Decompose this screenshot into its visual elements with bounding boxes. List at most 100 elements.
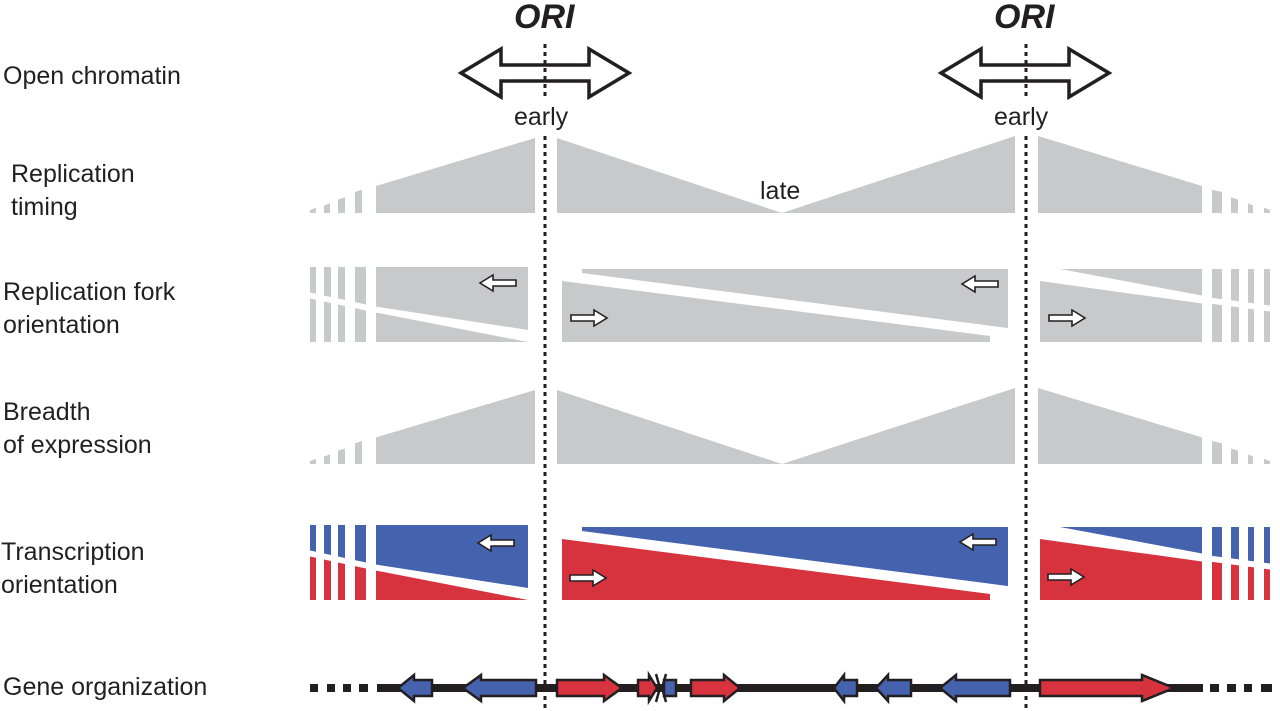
transcription-mid-leftward-fill [582,527,1008,586]
fork-fade-left-top [324,267,331,297]
label-gene-organization: Gene organization [3,671,207,704]
ori-label-left: ORI [514,0,575,36]
chromosome-dash [1244,684,1252,692]
timing-fade-right [1231,197,1238,213]
fork-fade-left-top [355,267,366,305]
chromosome-dash [327,684,335,692]
label-line: Gene organization [3,673,208,701]
timing-fade-right [1212,189,1222,213]
fork-fade-right-bottom [1248,308,1254,342]
fork-fade-right-bottom [1231,306,1239,342]
gene-arrow-leftward [938,672,1012,704]
leftward-transcription-arrow-icon [476,533,515,553]
label-line: timing [11,193,78,221]
label-line: orientation [1,571,118,599]
transcription-left-rightward [376,570,528,600]
breadth-fade-right [1212,441,1222,464]
fork-fade-right-bottom [1212,303,1222,342]
breadth-fade-right [1264,458,1270,464]
transcription-fade-left-top [310,525,316,552]
timing-ramp-down-ori2 [1038,136,1202,213]
transcription-fade-left-bottom [310,556,316,600]
fork-fade-right-bottom [1264,310,1270,342]
fork-mid-leftward-fill [582,269,1008,328]
label-line: Replication fork [3,278,176,306]
transcription-right-leftward [1060,527,1202,554]
fork-fade-right-top [1264,269,1270,306]
rightward-fork-arrow-icon [1048,308,1087,328]
label-replication-fork-orientation: Replication fork orientation [3,276,175,342]
open-chromatin-double-arrow-icon [457,45,633,101]
fork-fade-left-bottom [310,298,316,342]
gene-arrow-leftward [396,672,434,704]
label-open-chromatin: Open chromatin [3,60,181,93]
gene-arrow-rightward [689,672,742,704]
gene-arrow-leftward [874,671,913,705]
timing-fade-left [338,197,345,213]
transcription-fade-right-top [1212,527,1222,558]
timing-ramp-down-ori1 [557,138,782,213]
timing-fade-left [355,189,362,213]
chromosome-dash [359,684,368,692]
transcription-fade-left-bottom [355,566,366,600]
chromosome-dash [1210,684,1219,692]
sequence-break-icon [654,673,668,703]
label-line: of expression [3,431,152,459]
chromosome-dash [310,684,318,692]
timing-ramp-up-ori1 [376,138,535,213]
fork-fade-left-top [338,267,345,300]
breadth-fade-left [355,441,362,464]
label-line: Open chromatin [3,62,181,90]
fork-fade-right-top [1231,269,1239,302]
transcription-fade-right-top [1248,527,1254,562]
transcription-fade-right-bottom [1231,564,1239,600]
fork-fade-right-top [1248,269,1254,304]
label-line: Replication [11,160,135,188]
rightward-transcription-arrow-icon [1047,567,1086,587]
breadth-fade-right [1231,448,1238,464]
transcription-fade-right-bottom [1248,566,1254,600]
fork-fade-left-bottom [324,301,331,342]
breadth-fade-left [310,458,316,464]
label-replication-timing: Replication timing [11,158,135,224]
transcription-fade-right-top [1264,527,1270,564]
transcription-fade-left-bottom [324,559,331,600]
breadth-ramp-down-ori2 [1038,388,1202,464]
chromosome-dash [1261,684,1272,692]
late-label: late [760,177,801,205]
fork-fade-left-bottom [338,304,345,342]
rightward-transcription-arrow-icon [569,568,608,588]
gene-arrow-leftward [460,672,538,704]
early-label-left: early [514,103,569,131]
transcription-fade-left-bottom [338,562,345,600]
label-breadth-of-expression: Breadth of expression [3,396,152,462]
gene-arrow-rightward [1038,673,1178,703]
open-chromatin-double-arrow-icon [937,45,1113,101]
fork-right-rightward [1040,281,1202,342]
leftward-transcription-arrow-icon [958,532,997,552]
timing-fade-right [1248,203,1253,213]
transcription-fade-left-top [338,525,345,558]
gene-box [662,678,678,698]
leftward-fork-arrow-icon [960,274,999,294]
transcription-fade-left-top [355,525,366,563]
leftward-fork-arrow-icon [478,273,517,293]
label-line: orientation [3,311,120,339]
timing-fade-left [310,207,316,213]
fork-fade-left-top [310,267,316,294]
fork-mid-rightward [562,281,990,342]
label-line: Breadth [3,398,91,426]
chromosome-dash [1227,684,1236,692]
gene-arrow-rightward [555,672,625,704]
breadth-fade-left [324,454,330,464]
transcription-fade-left-top [324,525,331,555]
breadth-ramp-up-ori2 [782,388,1015,464]
chromosome-line [377,684,1203,692]
timing-ramp-up-ori2 [782,136,1015,213]
breadth-ramp-down-ori1 [557,390,782,464]
transcription-fade-right-top [1231,527,1239,560]
fork-left-rightward [376,312,528,342]
transcription-right-rightward [1040,539,1202,600]
label-transcription-orientation: Transcription orientation [1,536,145,602]
chromosome-dash [343,684,351,692]
